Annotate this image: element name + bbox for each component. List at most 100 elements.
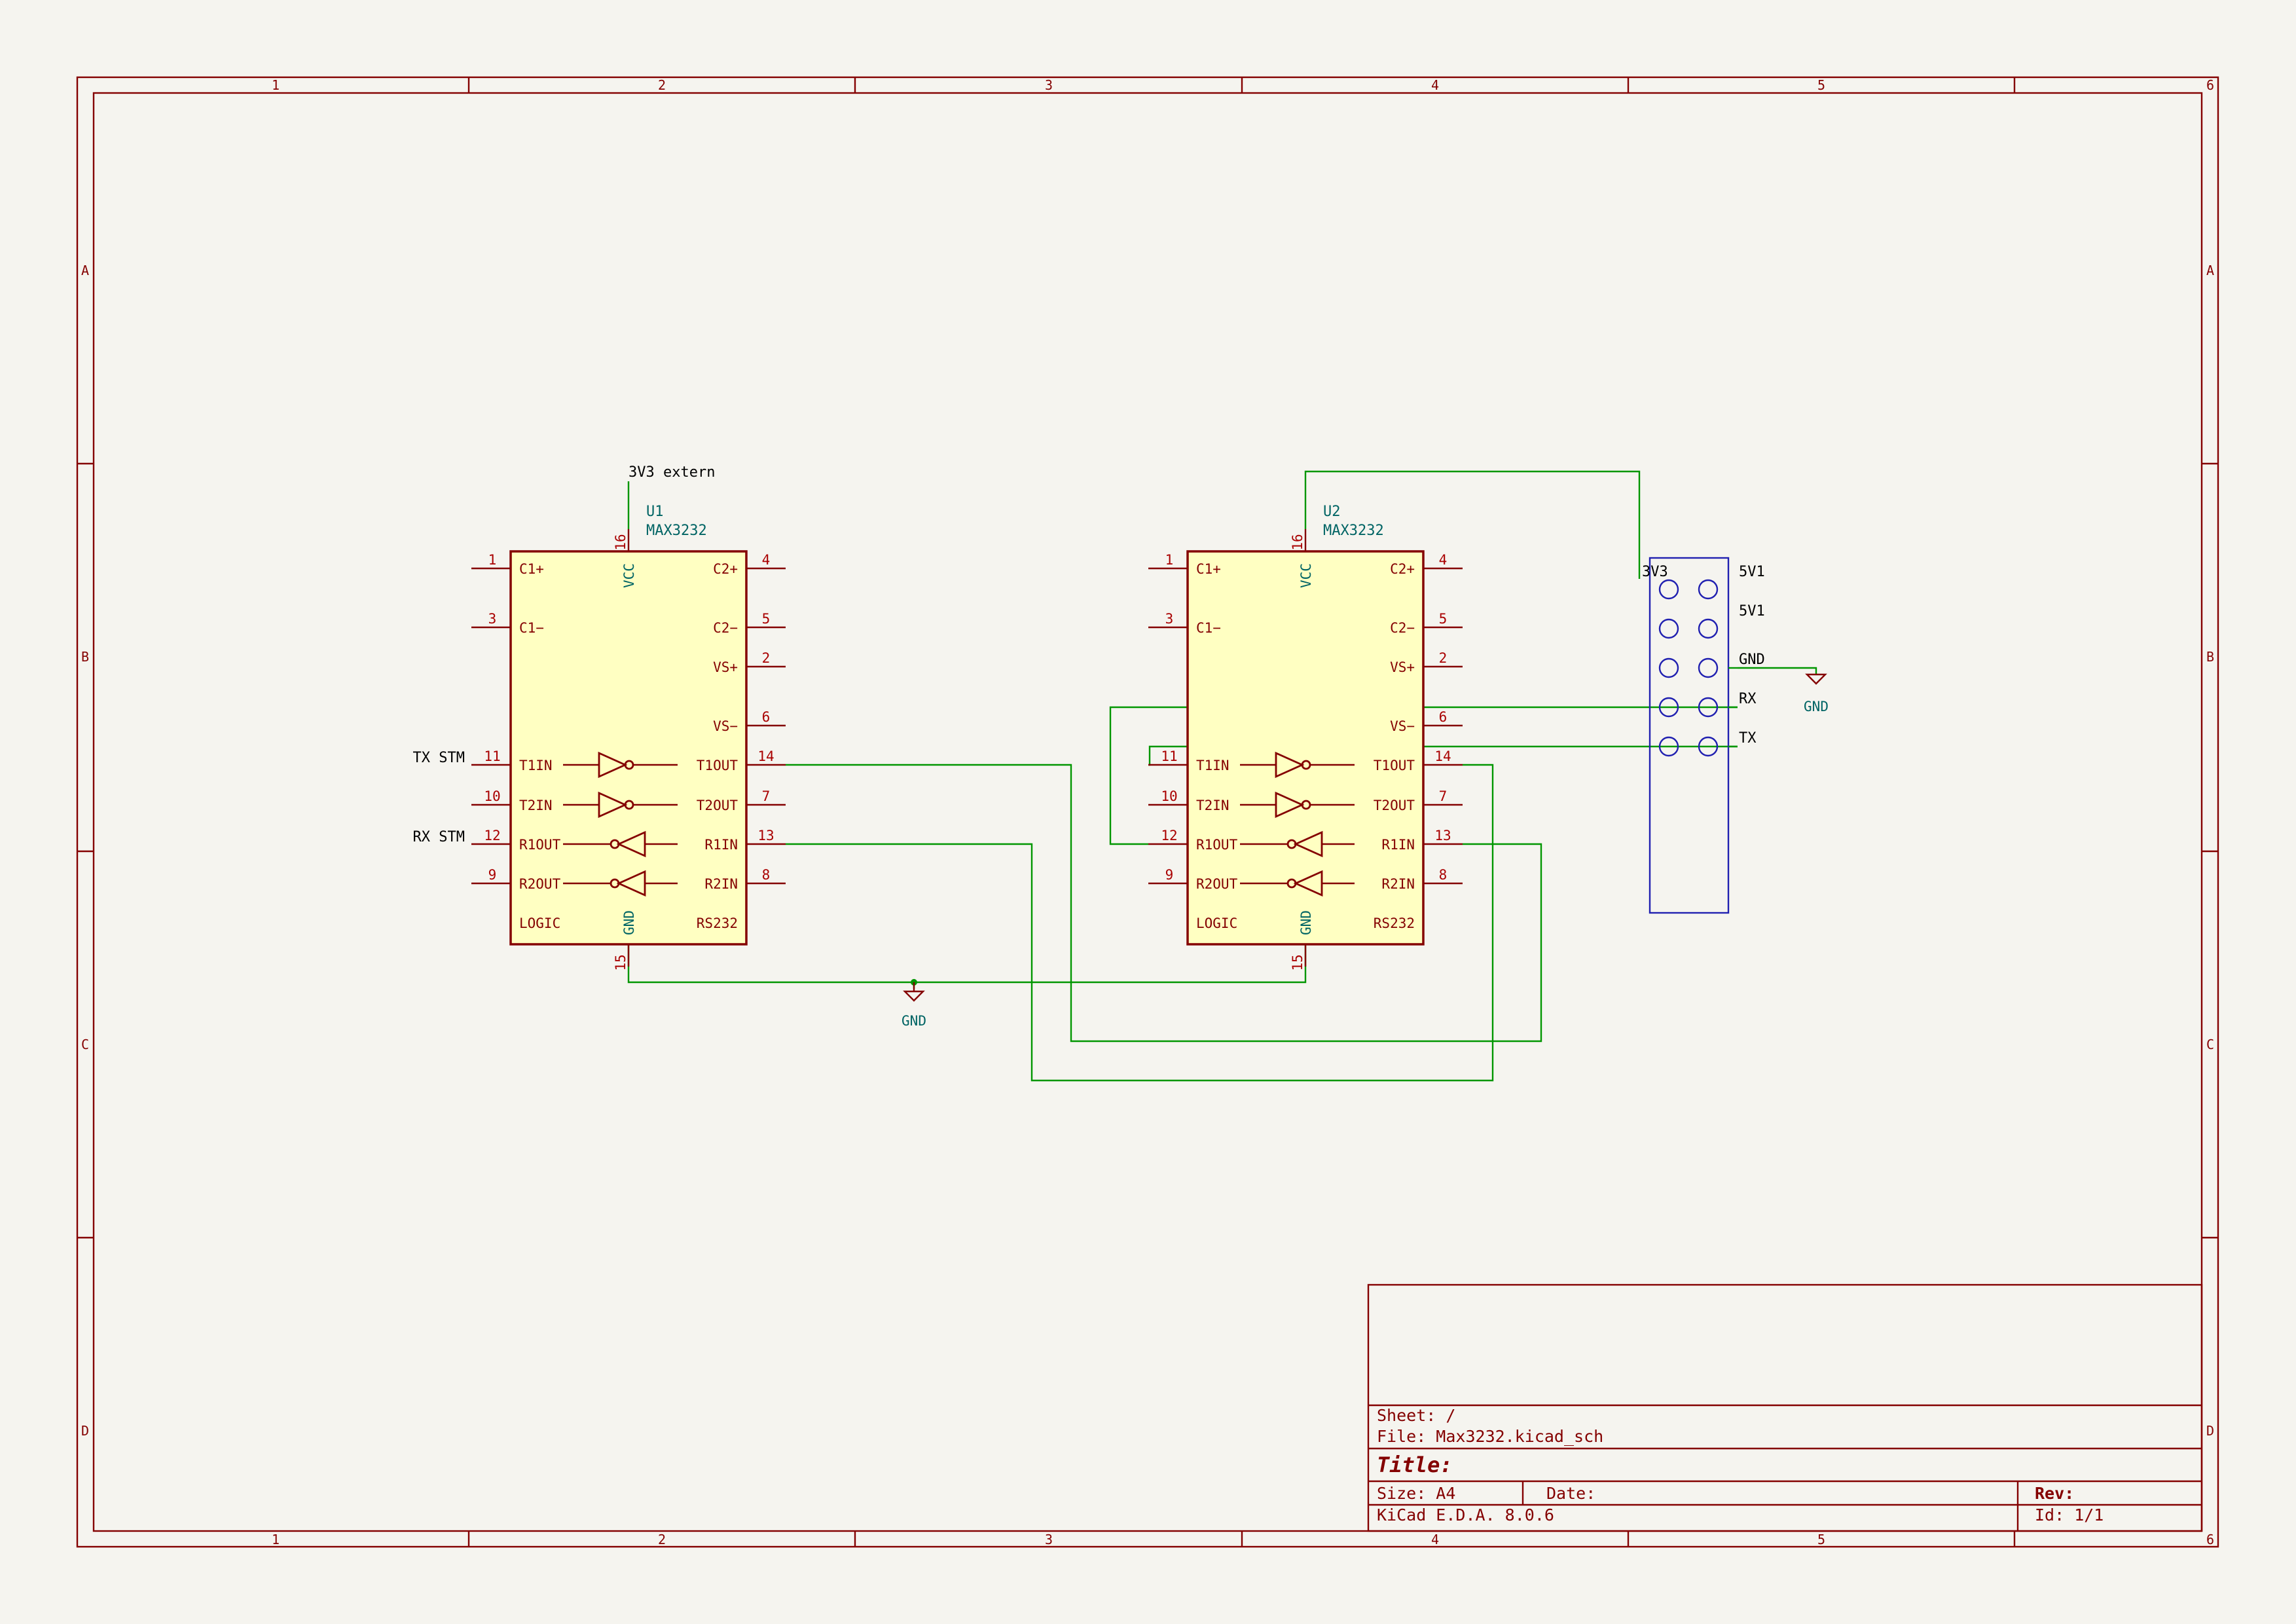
u2-pin-t1out: T1OUT [1374, 758, 1415, 773]
connector-pin-rx: RX [1739, 691, 1757, 707]
u2-pin-r1in: R1IN [1381, 837, 1415, 853]
title-block: Sheet: / File: Max3232.kicad_sch Title: … [1367, 1283, 2203, 1532]
wire-u2-vcc-3v3[interactable] [1304, 470, 1641, 579]
u2-pin-c2m: C2− [1390, 620, 1415, 636]
u1-pin-c2m: C2− [713, 620, 738, 636]
wire-u1-t1out-u2-r1in[interactable] [786, 764, 1542, 1043]
row-label-c-right: C [2206, 1037, 2214, 1052]
u2-num-16: 16 [1290, 534, 1305, 550]
u1-pin-vsm: VS− [713, 718, 738, 734]
u2-pin-t2in: T2IN [1196, 798, 1230, 813]
u1-num-6: 6 [762, 709, 771, 725]
wire-conn-gnd[interactable] [1738, 667, 1817, 674]
u1-ref: U1 [646, 504, 664, 520]
u2-num-3: 3 [1165, 611, 1174, 627]
col-label-5-bottom: 5 [1817, 1532, 1825, 1547]
u2-value: MAX3232 [1323, 523, 1384, 539]
u1-pin-r2out: R2OUT [519, 876, 561, 892]
u1-num-4: 4 [762, 552, 771, 568]
row-label-b-right: B [2206, 649, 2214, 665]
row-labels-left: A B C D [81, 263, 89, 1439]
connector-pin-tx: TX [1739, 730, 1757, 747]
u2-logic-label: LOGIC [1196, 915, 1237, 931]
u1-num-10: 10 [484, 788, 500, 804]
u1-num-2: 2 [762, 650, 771, 666]
col-label-1: 1 [272, 77, 280, 93]
column-labels-bottom: 1 2 3 4 5 6 [272, 1532, 2214, 1547]
gnd-symbol-connector[interactable]: GND [1804, 673, 1829, 714]
u1-num-1: 1 [488, 552, 497, 568]
u1-vcc-label: VCC [621, 563, 637, 588]
col-label-6: 6 [2206, 77, 2214, 93]
u2-pin-r2out: R2OUT [1196, 876, 1238, 892]
u1-pin-c1m: C1− [519, 620, 544, 636]
u2-pin-c1p: C1+ [1196, 561, 1221, 577]
u2-num-10: 10 [1161, 788, 1177, 804]
u1-pin-r1in: R1IN [704, 837, 738, 853]
u2-num-11: 11 [1161, 748, 1177, 764]
u1-num-12: 12 [484, 828, 500, 843]
tb-tool: KiCad E.D.A. 8.0.6 [1377, 1505, 1554, 1524]
connector-pin-5v1-b: 5V1 [1739, 603, 1765, 619]
tb-sheet: Sheet: / [1377, 1406, 1455, 1425]
u2-vcc-label: VCC [1298, 563, 1314, 588]
net-label-rx-stm[interactable]: RX STM [413, 829, 465, 845]
net-label-3v3-extern[interactable]: 3V3 extern [629, 464, 715, 481]
row-label-b: B [81, 649, 89, 665]
u1-pin-t2in: T2IN [519, 798, 553, 813]
u2-pin-t2out: T2OUT [1374, 798, 1415, 813]
connector-pin-gnd: GND [1739, 652, 1765, 668]
tb-id: Id: 1/1 [2035, 1505, 2104, 1524]
u1-num-16: 16 [613, 534, 629, 550]
u1-rs232-label: RS232 [697, 915, 738, 931]
u1-pin-t1out: T1OUT [697, 758, 738, 773]
u2-pin-c1m: C1− [1196, 620, 1221, 636]
tb-size: Size: A4 [1377, 1484, 1455, 1503]
u2-max3232[interactable]: U2 MAX3232 C1+ C1− T1IN T2IN R1OUT R2OUT… [1148, 504, 1463, 971]
u2-pin-r2in: R2IN [1381, 876, 1415, 892]
u2-num-12: 12 [1161, 828, 1177, 843]
u1-num-11: 11 [484, 748, 500, 764]
tb-rev: Rev: [2035, 1484, 2074, 1503]
u1-pin-t2out: T2OUT [697, 798, 738, 813]
u2-pin-vsm: VS− [1390, 718, 1415, 734]
col-label-4: 4 [1431, 77, 1439, 93]
u2-num-7: 7 [1439, 788, 1448, 804]
u2-pin-t1in: T1IN [1196, 758, 1230, 773]
u2-num-8: 8 [1439, 867, 1448, 883]
wire-gnd-bus[interactable] [627, 944, 1307, 984]
u1-pin-c1p: C1+ [519, 561, 544, 577]
u1-value: MAX3232 [646, 523, 707, 539]
u1-logic-label: LOGIC [519, 915, 560, 931]
net-label-tx-stm[interactable]: TX STM [413, 750, 465, 766]
u2-num-1: 1 [1165, 552, 1174, 568]
row-labels-right: A B C D [2206, 263, 2214, 1439]
row-label-a-right: A [2206, 263, 2214, 278]
col-label-1-bottom: 1 [272, 1532, 280, 1547]
col-label-3: 3 [1045, 77, 1053, 93]
connector-pin-5v1-a: 5V1 [1739, 564, 1765, 580]
u2-num-15: 15 [1290, 954, 1305, 970]
u1-num-7: 7 [762, 788, 771, 804]
row-label-d-right: D [2206, 1423, 2214, 1439]
u1-pin-t1in: T1IN [519, 758, 553, 773]
gnd-symbol[interactable]: GND [902, 982, 926, 1029]
u1-max3232[interactable]: U1 MAX3232 C1+ C1− T1IN T2IN R1OUT R2OUT… [471, 504, 786, 971]
pin-header-connector[interactable]: 3V3 5V1 5V1 GND RX TX [1642, 557, 1765, 914]
u1-num-3: 3 [488, 611, 497, 627]
u1-num-9: 9 [488, 867, 497, 883]
u1-gnd-label: GND [621, 910, 637, 935]
u1-pin-c2p: C2+ [713, 561, 738, 577]
u2-rs232-label: RS232 [1374, 915, 1415, 931]
u1-num-15: 15 [613, 954, 629, 970]
u2-pin-r1out: R1OUT [1196, 837, 1238, 853]
col-label-2-bottom: 2 [658, 1532, 666, 1547]
col-label-5: 5 [1817, 77, 1825, 93]
u1-num-8: 8 [762, 867, 771, 883]
u2-pin-vsp: VS+ [1390, 659, 1415, 675]
drawing-frame: 1 2 3 4 5 6 1 2 3 4 5 6 A B C D A B C D [76, 76, 2219, 1548]
gnd-symbol-connector-label: GND [1804, 699, 1829, 714]
wire-u1-r1in-u2-t1out[interactable] [786, 764, 1494, 1082]
u2-gnd-label: GND [1298, 910, 1314, 935]
